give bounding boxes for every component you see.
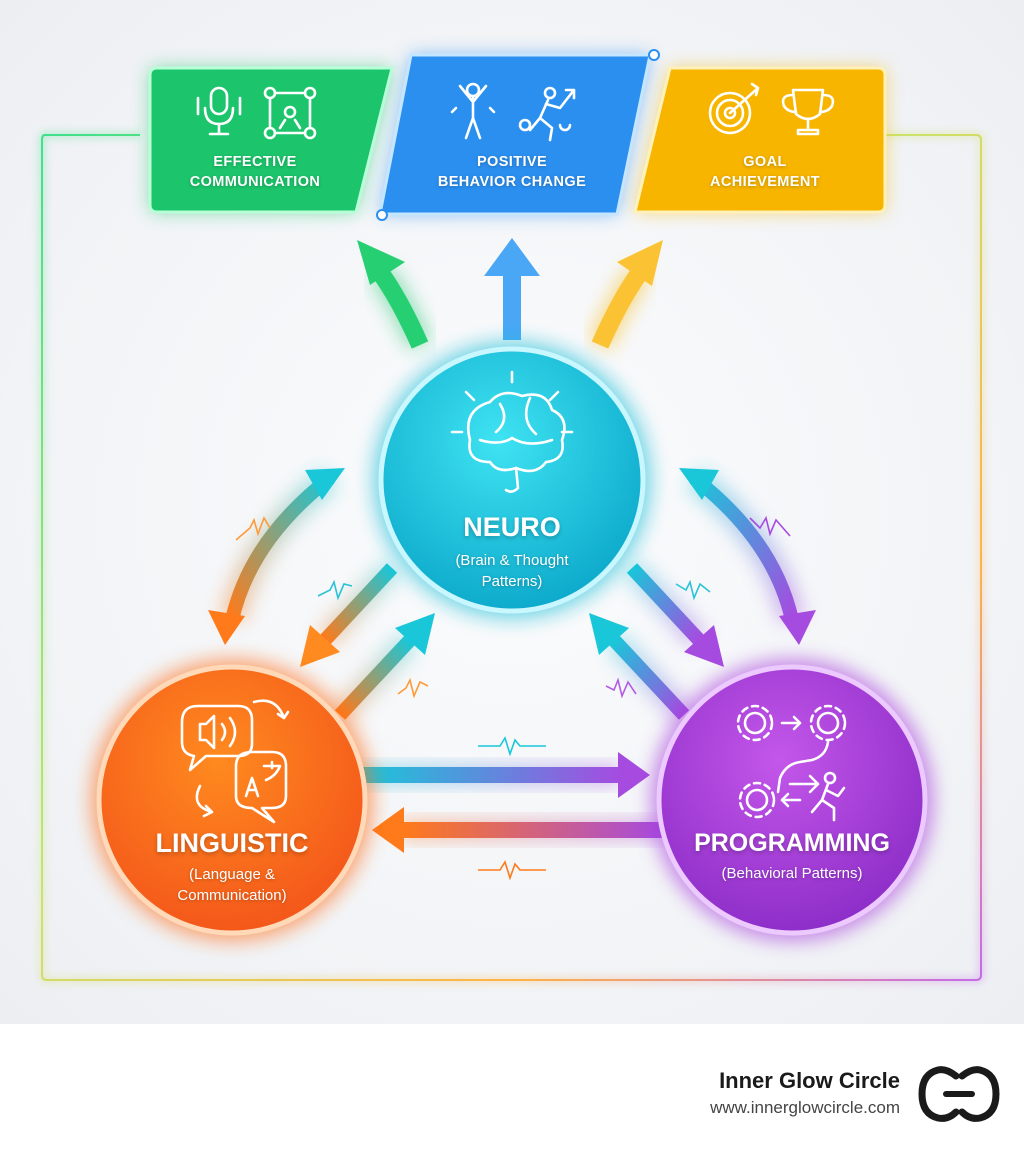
network-people-icon — [263, 86, 317, 140]
arrow-neuro-programming-outer — [679, 467, 816, 645]
arrow-neuro-to-linguistic — [300, 559, 401, 667]
gears-process-icon — [736, 704, 847, 822]
outcome-behavior-line2: BEHAVIOR CHANGE — [437, 174, 587, 190]
arrow-linguistic-to-neuro — [331, 613, 435, 724]
node-linguistic-circle — [90, 658, 374, 942]
node-linguistic-subtitle: (Language & Communication) — [122, 864, 342, 906]
arrow-to-goal — [588, 240, 663, 351]
outcome-communication-line1: EFFECTIVE — [213, 154, 297, 170]
node-neuro-sub-line2: Patterns) — [481, 573, 543, 590]
outcome-behavior-label: POSITIVE BEHAVIOR CHANGE — [412, 152, 612, 192]
outcome-behavior-line1: POSITIVE — [476, 154, 548, 170]
trophy-icon — [781, 88, 835, 136]
arrow-neuro-to-programming — [623, 559, 724, 667]
target-icon — [708, 82, 760, 135]
outcome-goal-line2: ACHIEVEMENT — [710, 174, 820, 190]
person-breaking-chain-icon — [518, 86, 576, 142]
node-neuro-sub-line1: (Brain & Thought — [455, 552, 569, 569]
node-linguistic-sub-line1: (Language & — [189, 866, 275, 883]
outcome-goal-label: GOAL ACHIEVEMENT — [665, 152, 865, 192]
node-neuro-title: NEURO — [463, 512, 561, 542]
node-programming-subtitle: (Behavioral Patterns) — [672, 863, 912, 884]
arrow-programming-to-neuro — [589, 613, 693, 724]
arrow-neuro-linguistic-outer — [208, 467, 345, 645]
node-programming-title: PROGRAMMING — [694, 829, 890, 857]
inner-glow-circle-logo-icon — [918, 1066, 1000, 1122]
brand-url[interactable]: www.innerglowcircle.com — [710, 1098, 900, 1117]
brand-name: Inner Glow Circle — [719, 1068, 900, 1093]
pulse-lines — [235, 515, 791, 881]
outcome-goal-line1: GOAL — [743, 154, 787, 170]
microphone-icon — [196, 86, 242, 136]
node-neuro-subtitle: (Brain & Thought Patterns) — [412, 550, 612, 592]
node-neuro-circle — [372, 340, 652, 620]
speech-translate-icon — [180, 699, 290, 824]
node-programming-sub-line1: (Behavioral Patterns) — [721, 865, 863, 882]
diagram-canvas: EFFECTIVE COMMUNICATION POSITIVE BEHAVIO… — [0, 0, 1024, 1024]
diagram-graphics — [39, 49, 984, 983]
arrow-to-behavior — [484, 238, 540, 340]
footer: Inner Glow Circle www.innerglowcircle.co… — [0, 1024, 1024, 1154]
arrow-linguistic-to-programming — [360, 752, 650, 798]
outcome-communication-label: EFFECTIVE COMMUNICATION — [155, 152, 355, 192]
outcome-communication-line2: COMMUNICATION — [189, 174, 321, 190]
person-cheering-icon — [450, 82, 496, 140]
node-linguistic-title: LINGUISTIC — [155, 828, 309, 858]
outcome-box-behavior — [376, 49, 660, 221]
arrow-to-communication — [357, 240, 432, 351]
brain-icon — [450, 370, 574, 493]
arrow-programming-to-linguistic — [372, 807, 664, 853]
node-linguistic-sub-line2: Communication) — [177, 887, 287, 904]
outer-frame — [39, 132, 984, 983]
